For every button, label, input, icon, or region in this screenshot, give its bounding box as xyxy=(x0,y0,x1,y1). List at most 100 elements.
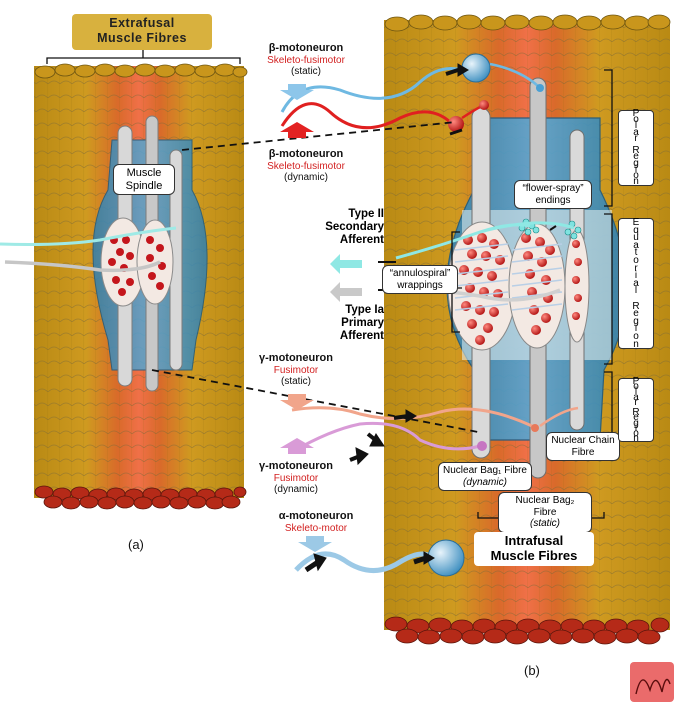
region-letter: n xyxy=(633,338,639,350)
region-letter: i xyxy=(634,270,638,282)
gamma-dynamic-sub: Fusimotor xyxy=(273,472,319,484)
flower-spray-line2: endings xyxy=(535,194,571,206)
afferent-arrows xyxy=(330,254,362,302)
region-letter: a xyxy=(633,277,639,289)
region-letter: r xyxy=(634,262,638,274)
region-letter: g xyxy=(633,157,639,169)
region-letter: R xyxy=(632,407,640,419)
region-letter: g xyxy=(633,417,639,429)
region-letter: a xyxy=(633,126,639,138)
panel-a-label: (a) xyxy=(128,537,144,552)
intrafusal-line1: Intrafusal xyxy=(504,533,564,548)
type1a-line3: Afferent xyxy=(339,330,384,343)
beta-dynamic-mode: (dynamic) xyxy=(284,172,328,184)
gamma-dynamic-fibre xyxy=(291,421,487,454)
region-letter: u xyxy=(633,232,639,244)
region-letter: a xyxy=(633,239,639,251)
nuclear-bag1-line1: Nuclear Bag₁ Fibre xyxy=(443,465,527,476)
gamma-dynamic-name: γ-motoneuron xyxy=(259,460,333,472)
region-letter: l xyxy=(634,120,638,132)
region-letter: r xyxy=(634,396,638,408)
region-letter: t xyxy=(634,247,638,259)
nuclear-bag1-label: Nuclear Bag₁ Fibre (dynamic) xyxy=(438,462,532,491)
region-letter: q xyxy=(633,224,639,236)
type2-line3: Afferent xyxy=(339,234,384,247)
region-letter: o xyxy=(633,381,639,393)
intrafusal-label: Intrafusal Muscle Fibres xyxy=(474,532,594,566)
nuclear-bag2-line2: (static) xyxy=(530,518,560,529)
spindle-zoom-line-bottom xyxy=(151,369,479,433)
nuclear-chain-line1: Nuclear Chain xyxy=(551,435,615,446)
alpha-name: α-motoneuron xyxy=(278,510,354,522)
alpha-label: α-motoneuron Skeleto-motor xyxy=(276,510,356,534)
region-letter: e xyxy=(633,308,639,320)
signature-stamp xyxy=(630,662,674,702)
region-letter: o xyxy=(633,427,639,439)
region-letter: R xyxy=(632,145,640,157)
type1a-line2: Primary xyxy=(341,317,384,330)
region-letter: o xyxy=(633,169,639,181)
region-letter: n xyxy=(633,176,639,188)
flower-spray-label: “flower-spray” endings xyxy=(514,180,592,209)
muscle-spindle-line2: Spindle xyxy=(125,179,163,192)
beta-static-mode: (static) xyxy=(291,66,321,78)
region-letter: e xyxy=(633,412,639,424)
alpha-fibre xyxy=(294,539,465,577)
region-letter: P xyxy=(632,376,640,387)
region-letter: R xyxy=(632,300,640,312)
panel-b-label: (b) xyxy=(524,663,540,678)
region-letter: r xyxy=(634,132,638,144)
region-letter: o xyxy=(633,254,639,266)
annulospiral-line2: wrappings xyxy=(397,279,443,291)
nuclear-chain-label: Nuclear Chain Fibre xyxy=(546,432,620,461)
type2-line2: Secondary xyxy=(325,221,384,234)
flower-spray-line1: “flower-spray” xyxy=(522,183,584,194)
beta-dynamic-label: β-motoneuron Skeleto-fusimotor (dynamic) xyxy=(256,148,356,184)
gamma-static-sub: Fusimotor xyxy=(273,364,319,376)
type1a-line1: Type Ia xyxy=(345,304,384,316)
region-letter: g xyxy=(633,315,639,327)
region-letter: l xyxy=(634,386,638,398)
nuclear-bag2-label: Nuclear Bag₂ Fibre (static) xyxy=(498,492,592,533)
motor-input-arrows xyxy=(280,84,332,552)
type2-line1: Type II xyxy=(348,208,384,220)
extrafusal-line1: Extrafusal xyxy=(109,16,175,30)
gamma-static-mode: (static) xyxy=(281,376,311,388)
nuclear-chain-line2: Fibre xyxy=(571,446,595,458)
beta-dynamic-sub: Skeleto-fusimotor xyxy=(267,160,345,172)
region-letter: i xyxy=(634,422,638,434)
gamma-dynamic-label: γ-motoneuron Fusimotor (dynamic) xyxy=(256,460,336,496)
beta-dynamic-fibre xyxy=(280,100,489,132)
region-letter: o xyxy=(633,330,639,342)
nuclear-bag1-line2: (dynamic) xyxy=(463,476,507,488)
region-letter: i xyxy=(634,163,638,175)
region-letter: n xyxy=(633,433,639,445)
intrafusal-line2: Muscle Fibres xyxy=(490,547,578,563)
extrafusal-line2: Muscle Fibres xyxy=(97,31,187,45)
gamma-dynamic-mode: (dynamic) xyxy=(274,484,318,496)
region-letter: o xyxy=(633,114,639,126)
type2-afferent-label: Type II Secondary Afferent xyxy=(318,208,384,248)
spindle-zoom-line-top xyxy=(181,121,457,151)
region-letter: P xyxy=(632,108,640,119)
region-letter: E xyxy=(632,217,640,228)
gamma-static-label: γ-motoneuron Fusimotor (static) xyxy=(256,352,336,388)
extrafusal-banner: Extrafusal Muscle Fibres xyxy=(72,14,212,50)
region-letter: l xyxy=(634,285,638,297)
alpha-sub: Skeleto-motor xyxy=(284,522,348,534)
muscle-spindle-line1: Muscle xyxy=(126,167,162,179)
beta-static-label: β-motoneuron Skeleto-fusimotor (static) xyxy=(256,42,356,78)
beta-dynamic-name: β-motoneuron xyxy=(268,148,344,160)
type1a-afferent-label: Type Ia Primary Afferent xyxy=(318,304,384,344)
nuclear-bag2-line1: Nuclear Bag₂ Fibre xyxy=(515,495,575,518)
annulospiral-line1: “annulospiral” xyxy=(389,268,451,279)
annulospiral-label: “annulospiral” wrappings xyxy=(382,265,458,294)
beta-static-name: β-motoneuron xyxy=(268,42,344,54)
